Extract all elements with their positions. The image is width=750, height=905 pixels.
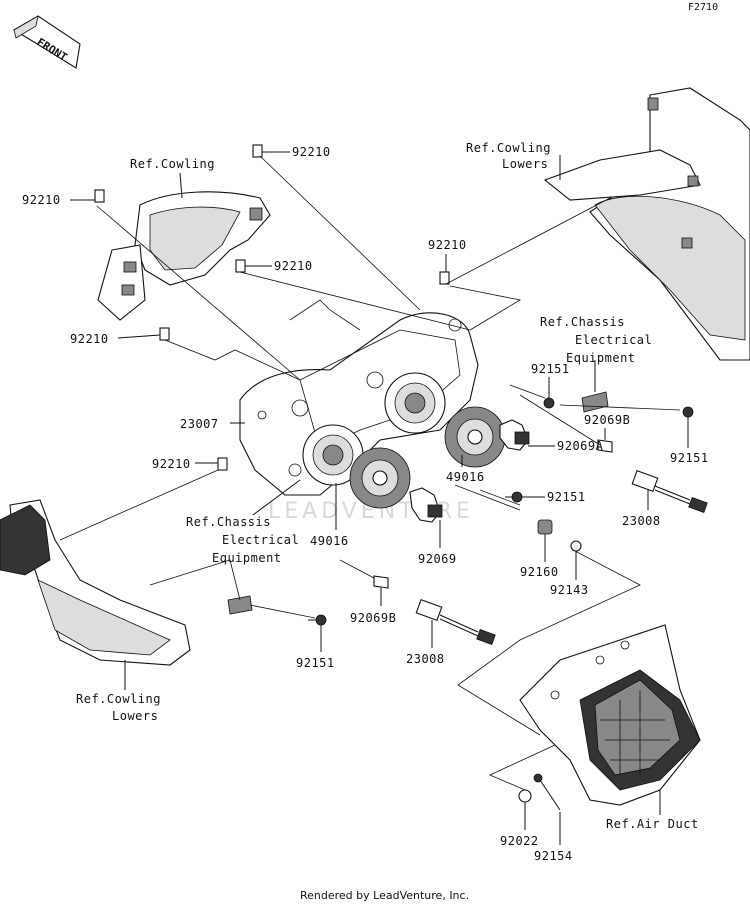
label-23008-b[interactable]: 23008 bbox=[406, 652, 445, 666]
label-92210-b[interactable]: 92210 bbox=[292, 145, 331, 159]
headlight-assembly-23007 bbox=[239, 312, 479, 496]
label-49016-b[interactable]: 49016 bbox=[310, 534, 349, 548]
label-ref-chassis-top-3: Equipment bbox=[566, 351, 636, 365]
label-92154[interactable]: 92154 bbox=[534, 849, 573, 863]
label-92151-c[interactable]: 92151 bbox=[547, 490, 586, 504]
part-labels: 92210 Ref.Cowling 92210 92210 92210 9221… bbox=[22, 141, 709, 863]
label-92210-f[interactable]: 92210 bbox=[152, 457, 191, 471]
label-ref-chassis-top-1[interactable]: Ref.Chassis bbox=[540, 315, 625, 329]
label-49016-a[interactable]: 49016 bbox=[446, 470, 485, 484]
front-arrow-icon: FRONT bbox=[12, 15, 81, 69]
washer-92022 bbox=[518, 789, 532, 803]
label-ref-cowling-lowers-top-2: Lowers bbox=[502, 157, 548, 171]
bulb-92069a bbox=[499, 419, 530, 451]
cap-49016-b bbox=[349, 447, 411, 509]
bracket-ref-chassis-top bbox=[581, 391, 609, 413]
figure-code: F2710 bbox=[688, 2, 718, 13]
label-92069b-a[interactable]: 92069B bbox=[584, 413, 630, 427]
label-ref-air-duct[interactable]: Ref.Air Duct bbox=[606, 817, 699, 831]
label-23007[interactable]: 23007 bbox=[180, 417, 219, 431]
bulb-92069 bbox=[409, 487, 443, 523]
socket-23008-top bbox=[631, 469, 708, 513]
bracket-ref-chassis-bot bbox=[227, 595, 253, 615]
bolt-92151-d bbox=[308, 614, 327, 626]
clip-92210-b bbox=[252, 144, 263, 158]
clip-92210-c bbox=[235, 259, 246, 273]
label-92151-a[interactable]: 92151 bbox=[531, 362, 570, 376]
bolt-92151-b bbox=[682, 406, 694, 425]
label-ref-cowling-lowers-bot-1[interactable]: Ref.Cowling bbox=[76, 692, 161, 706]
socket-23008-bot bbox=[415, 598, 496, 645]
label-92143[interactable]: 92143 bbox=[550, 583, 589, 597]
label-92210-c[interactable]: 92210 bbox=[274, 259, 313, 273]
label-92160[interactable]: 92160 bbox=[520, 565, 559, 579]
bolt-92154 bbox=[533, 773, 561, 811]
label-92151-d[interactable]: 92151 bbox=[296, 656, 335, 670]
label-92210-a[interactable]: 92210 bbox=[22, 193, 61, 207]
label-ref-chassis-top-2: Electrical bbox=[575, 333, 652, 347]
label-92022[interactable]: 92022 bbox=[500, 834, 539, 848]
label-ref-cowling[interactable]: Ref.Cowling bbox=[130, 157, 215, 171]
upper-cowling-part bbox=[97, 191, 271, 321]
label-ref-chassis-bot-2: Electrical bbox=[222, 533, 299, 547]
bolt-92151-c bbox=[505, 491, 523, 503]
clip-92210-a bbox=[94, 189, 105, 203]
air-duct-part bbox=[519, 624, 701, 806]
clip-92210-e bbox=[439, 271, 450, 285]
label-ref-chassis-bot-3: Equipment bbox=[212, 551, 282, 565]
label-23008-a[interactable]: 23008 bbox=[622, 514, 661, 528]
label-92069[interactable]: 92069 bbox=[418, 552, 457, 566]
label-92210-d[interactable]: 92210 bbox=[70, 332, 109, 346]
cowling-lowers-right-part bbox=[543, 87, 750, 361]
label-92210-e[interactable]: 92210 bbox=[428, 238, 467, 252]
footer-credit: Rendered by LeadVenture, Inc. bbox=[300, 889, 469, 902]
collar-92143 bbox=[570, 540, 582, 552]
clip-92210-f bbox=[217, 457, 228, 471]
label-92151-b[interactable]: 92151 bbox=[670, 451, 709, 465]
label-ref-cowling-lowers-bot-2: Lowers bbox=[112, 709, 158, 723]
cowling-lowers-left-part bbox=[0, 499, 191, 666]
label-92069b-b[interactable]: 92069B bbox=[350, 611, 396, 625]
bolt-92151-a bbox=[543, 390, 555, 409]
clip-92210-d bbox=[159, 327, 170, 341]
leader-lines bbox=[59, 151, 689, 845]
label-92069a[interactable]: 92069A bbox=[557, 439, 604, 453]
bulb-92069b-bot bbox=[373, 575, 389, 589]
bulb-92069b-top bbox=[597, 439, 613, 453]
label-ref-chassis-bot-1[interactable]: Ref.Chassis bbox=[186, 515, 271, 529]
cap-49016-a bbox=[444, 406, 506, 468]
grommet-92160 bbox=[537, 519, 553, 535]
label-ref-cowling-lowers-top-1[interactable]: Ref.Cowling bbox=[466, 141, 551, 155]
